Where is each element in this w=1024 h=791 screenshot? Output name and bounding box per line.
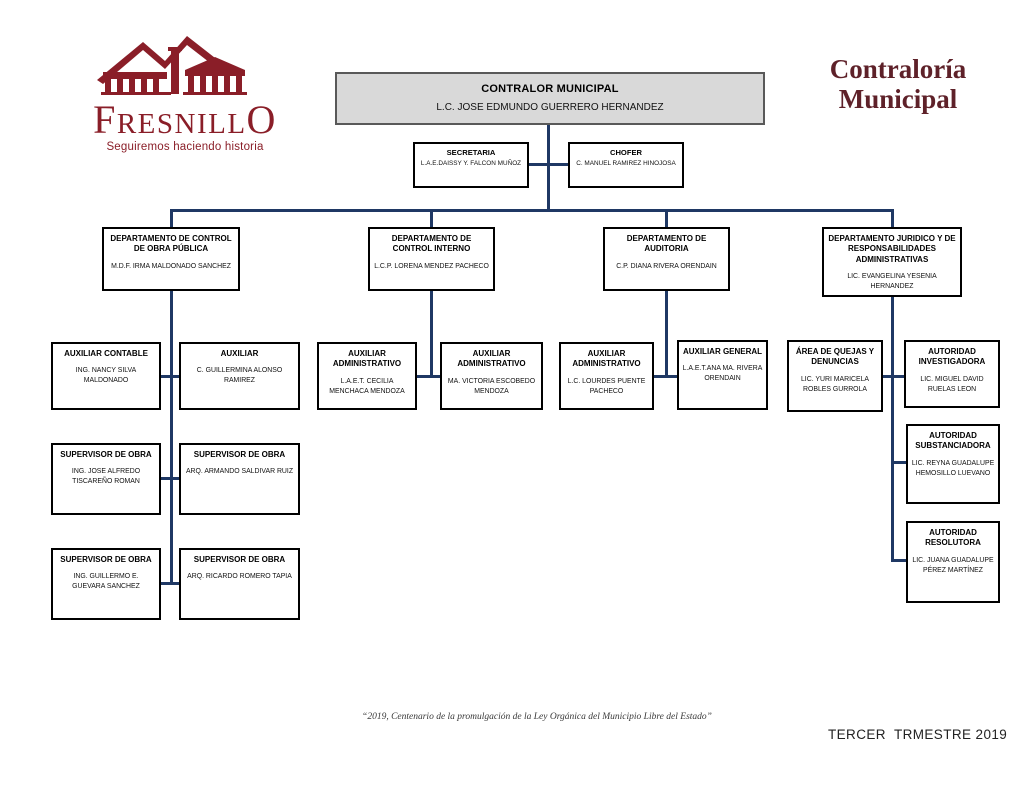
org-node-contralor: CONTRALOR MUNICIPAL L.C. JOSE EDMUNDO GU… bbox=[335, 72, 765, 125]
node-title: SUPERVISOR DE OBRA bbox=[60, 555, 152, 564]
node-person: L.A.E.DAISSY Y. FALCON MUÑOZ bbox=[420, 159, 522, 167]
node-person: ING. JOSE ALFREDO TISCAREÑO ROMAN bbox=[71, 468, 141, 486]
connector-line bbox=[665, 290, 668, 377]
node-title: DEPARTAMENTO DE CONTROL DE OBRA PÚBLICA bbox=[110, 234, 232, 254]
connector-line bbox=[170, 209, 894, 212]
node-person: C. GUILLERMINA ALONSO RAMIREZ bbox=[196, 367, 283, 385]
node-title: AUTORIDAD RESOLUTORA bbox=[925, 528, 981, 548]
node-title: SECRETARIA bbox=[446, 148, 496, 157]
logo-letter: O bbox=[246, 97, 277, 142]
node-title: SUPERVISOR DE OBRA bbox=[193, 555, 286, 564]
logo-letters: RESNILL bbox=[116, 108, 247, 140]
node-title: AUTORIDAD SUBSTANCIADORA bbox=[915, 431, 991, 451]
footer-quote: “2019, Centenario de la promulgación de … bbox=[362, 712, 712, 722]
connector-line bbox=[430, 209, 433, 228]
node-person: L.A.E.T. CECILIA MENCHACA MENDOZA bbox=[329, 377, 405, 395]
org-node-aux-contable: AUXILIAR CONTABLE ING. NANCY SILVA MALDO… bbox=[51, 342, 161, 410]
node-person: LIC. EVANGELINA YESENIA HERNANDEZ bbox=[847, 273, 937, 291]
org-node-aux-admin-interno-2: AUXILIAR ADMINISTRATIVO MA. VICTORIA ESC… bbox=[440, 342, 543, 410]
org-node-investigadora: AUTORIDAD INVESTIGADORA LIC. MIGUEL DAVI… bbox=[904, 340, 1000, 408]
node-title: DEPARTAMENTO DE CONTROL INTERNO bbox=[391, 234, 472, 254]
node-person: LIC. JUANA GUADALUPE PÉREZ MARTÍNEZ bbox=[912, 556, 994, 574]
node-title: SUPERVISOR DE OBRA bbox=[193, 450, 286, 459]
connector-line bbox=[547, 125, 550, 211]
org-node-supervisor-3: SUPERVISOR DE OBRA ING. GUILLERMO E. GUE… bbox=[51, 548, 161, 620]
fresnillo-logo: FRESNILLO Seguiremos haciendo historia bbox=[52, 34, 318, 153]
connector-line bbox=[170, 209, 173, 228]
node-person: M.D.F. IRMA MALDONADO SANCHEZ bbox=[111, 262, 231, 270]
node-title: ÁREA DE QUEJAS Y DENUNCIAS bbox=[795, 347, 875, 367]
org-node-supervisor-1: SUPERVISOR DE OBRA ING. JOSE ALFREDO TIS… bbox=[51, 443, 161, 515]
connector-line bbox=[893, 559, 907, 562]
org-node-aux-general: AUXILIAR GENERAL L.A.E.T.ANA MA. RIVERA … bbox=[677, 340, 768, 410]
node-title: AUTORIDAD INVESTIGADORA bbox=[918, 347, 986, 367]
node-title: CONTRALOR MUNICIPAL bbox=[481, 82, 619, 95]
brand-line2: Municipal bbox=[838, 83, 958, 114]
brand-line1: Contraloría bbox=[829, 54, 967, 84]
node-person: L.C. LOURDES PUENTE PACHECO bbox=[567, 377, 646, 395]
node-title: AUXILIAR GENERAL bbox=[682, 347, 763, 356]
node-title: AUXILIAR bbox=[220, 349, 259, 358]
connector-line bbox=[891, 209, 894, 228]
node-person: L.A.E.T.ANA MA. RIVERA ORENDAIN bbox=[682, 365, 763, 383]
node-person: L.C. JOSE EDMUNDO GUERRERO HERNANDEZ bbox=[436, 101, 664, 113]
org-node-secretaria: SECRETARIA L.A.E.DAISSY Y. FALCON MUÑOZ bbox=[413, 142, 529, 188]
node-title: AUXILIAR ADMINISTRATIVO bbox=[457, 349, 526, 369]
brand-title: Contraloría Municipal bbox=[793, 54, 1003, 114]
node-person: LIC. REYNA GUADALUPE HEMOSILLO LUEVANO bbox=[911, 459, 995, 477]
node-person: LIC. YURI MARICELA ROBLES GURROLA bbox=[800, 375, 870, 393]
footer-period: TERCER TRMESTRE 2019 bbox=[828, 727, 1008, 742]
node-title: DEPARTAMENTO DE AUDITORIA bbox=[626, 234, 707, 254]
logo-wordmark: FRESNILLO bbox=[52, 100, 318, 140]
connector-line bbox=[170, 290, 173, 584]
connector-line bbox=[653, 375, 679, 378]
node-title: DEPARTAMENTO JURIDICO Y DE RESPONSABILID… bbox=[828, 234, 956, 264]
connector-line bbox=[665, 209, 668, 228]
org-node-aux-admin-auditoria: AUXILIAR ADMINISTRATIVO L.C. LOURDES PUE… bbox=[559, 342, 654, 410]
org-node-aux-admin-interno-1: AUXILIAR ADMINISTRATIVO L.A.E.T. CECILIA… bbox=[317, 342, 417, 410]
node-person: ARQ. ARMANDO SALDIVAR RUIZ bbox=[185, 468, 294, 476]
connector-line bbox=[891, 295, 894, 562]
node-person: C.P. DIANA RIVERA ORENDAIN bbox=[616, 262, 717, 270]
fresnillo-emblem-icon bbox=[96, 36, 247, 95]
connector-line bbox=[430, 290, 433, 377]
connector-line bbox=[160, 582, 180, 585]
node-title: CHOFER bbox=[609, 148, 643, 157]
node-title: SUPERVISOR DE OBRA bbox=[60, 450, 152, 459]
org-node-chofer: CHOFER C. MANUEL RAMIREZ HINOJOSA bbox=[568, 142, 684, 188]
connector-line bbox=[160, 375, 180, 378]
node-person: L.C.P. LORENA MENDEZ PACHECO bbox=[374, 262, 489, 270]
node-person: MA. VICTORIA ESCOBEDO MENDOZA bbox=[447, 377, 536, 395]
node-title: AUXILIAR ADMINISTRATIVO bbox=[332, 349, 402, 369]
org-node-supervisor-2: SUPERVISOR DE OBRA ARQ. ARMANDO SALDIVAR… bbox=[179, 443, 300, 515]
connector-line bbox=[893, 461, 907, 464]
node-person: ING. NANCY SILVA MALDONADO bbox=[75, 367, 137, 385]
node-person: LIC. MIGUEL DAVID RUELAS LEON bbox=[920, 375, 984, 393]
connector-line bbox=[528, 163, 568, 166]
logo-tagline: Seguiremos haciendo historia bbox=[106, 141, 264, 153]
org-node-dept-obra: DEPARTAMENTO DE CONTROL DE OBRA PÚBLICA … bbox=[102, 227, 240, 291]
org-node-auxiliar: AUXILIAR C. GUILLERMINA ALONSO RAMIREZ bbox=[179, 342, 300, 410]
connector-line bbox=[160, 477, 180, 480]
connector-line bbox=[416, 375, 441, 378]
org-node-resolutora: AUTORIDAD RESOLUTORA LIC. JUANA GUADALUP… bbox=[906, 521, 1000, 603]
connector-line bbox=[882, 375, 906, 378]
node-title: AUXILIAR CONTABLE bbox=[64, 349, 148, 358]
node-person: ARQ. RICARDO ROMERO TAPIA bbox=[187, 573, 292, 581]
org-node-dept-auditoria: DEPARTAMENTO DE AUDITORIA C.P. DIANA RIV… bbox=[603, 227, 730, 291]
org-node-supervisor-4: SUPERVISOR DE OBRA ARQ. RICARDO ROMERO T… bbox=[179, 548, 300, 620]
node-person: C. MANUEL RAMIREZ HINOJOSA bbox=[576, 159, 676, 167]
org-node-dept-juridico: DEPARTAMENTO JURIDICO Y DE RESPONSABILID… bbox=[822, 227, 962, 297]
org-node-dept-interno: DEPARTAMENTO DE CONTROL INTERNO L.C.P. L… bbox=[368, 227, 495, 291]
node-title: AUXILIAR ADMINISTRATIVO bbox=[572, 349, 641, 369]
logo-letter: F bbox=[93, 97, 117, 142]
org-node-quejas: ÁREA DE QUEJAS Y DENUNCIAS LIC. YURI MAR… bbox=[787, 340, 883, 412]
org-node-substanciadora: AUTORIDAD SUBSTANCIADORA LIC. REYNA GUAD… bbox=[906, 424, 1000, 504]
node-person: ING. GUILLERMO E. GUEVARA SANCHEZ bbox=[72, 573, 140, 591]
